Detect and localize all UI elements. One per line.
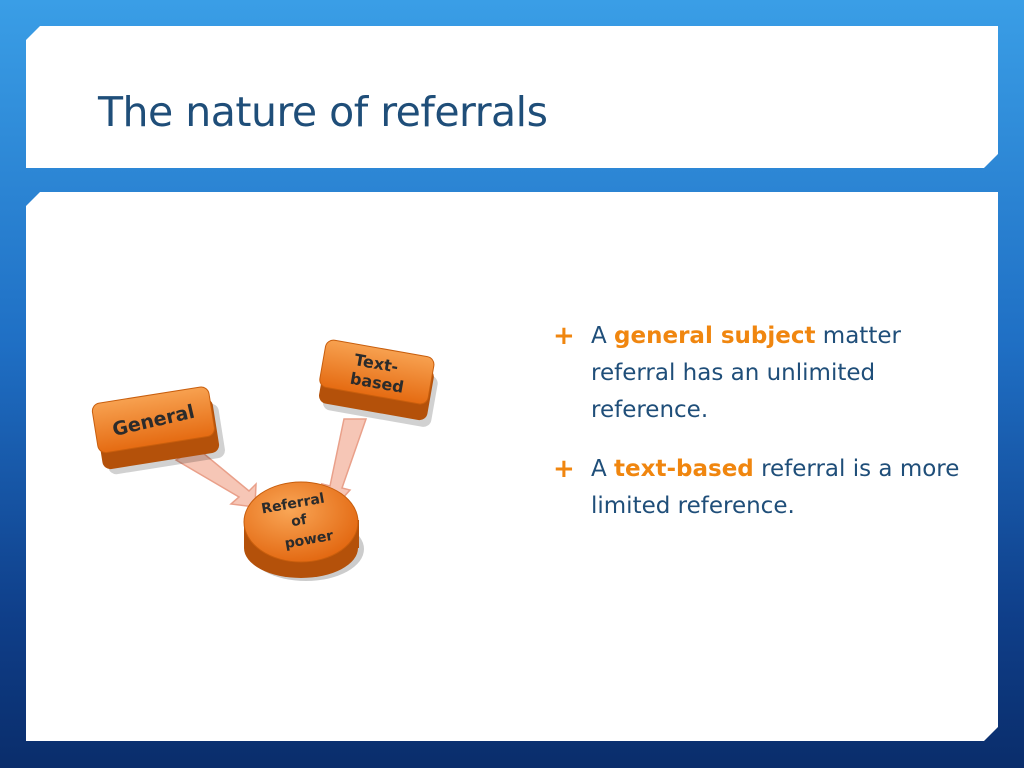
- plus-bullet-icon: +: [553, 454, 575, 484]
- bullet-text-suffix: referral is a more limited reference.: [591, 456, 960, 519]
- bullet-item-general: + A general subject matter referral has …: [552, 318, 962, 429]
- arrow-general-to-center: [176, 448, 256, 507]
- text-based-node: Text- based: [315, 339, 442, 428]
- bullet-list: + A general subject matter referral has …: [552, 318, 962, 547]
- referral-diagram: General Text- based Referral of power: [26, 192, 998, 741]
- title-panel: The nature of referrals: [26, 26, 998, 168]
- bullet-item-text-based: + A text-based referral is a more limite…: [552, 451, 962, 525]
- bullet-text-prefix: A: [591, 456, 615, 482]
- general-node: General: [91, 385, 226, 477]
- plus-bullet-icon: +: [553, 321, 575, 351]
- bullet-highlight: text-based: [614, 456, 754, 482]
- slide-title: The nature of referrals: [98, 88, 548, 136]
- bullet-highlight: general subject: [614, 323, 816, 349]
- referral-of-power-node: Referral of power: [244, 482, 364, 581]
- center-label-line2: of: [290, 512, 309, 531]
- bullet-text-suffix: matter referral has an unlimited referen…: [591, 323, 901, 423]
- bullet-text-prefix: A: [591, 323, 615, 349]
- content-panel: General Text- based Referral of power + …: [26, 192, 998, 741]
